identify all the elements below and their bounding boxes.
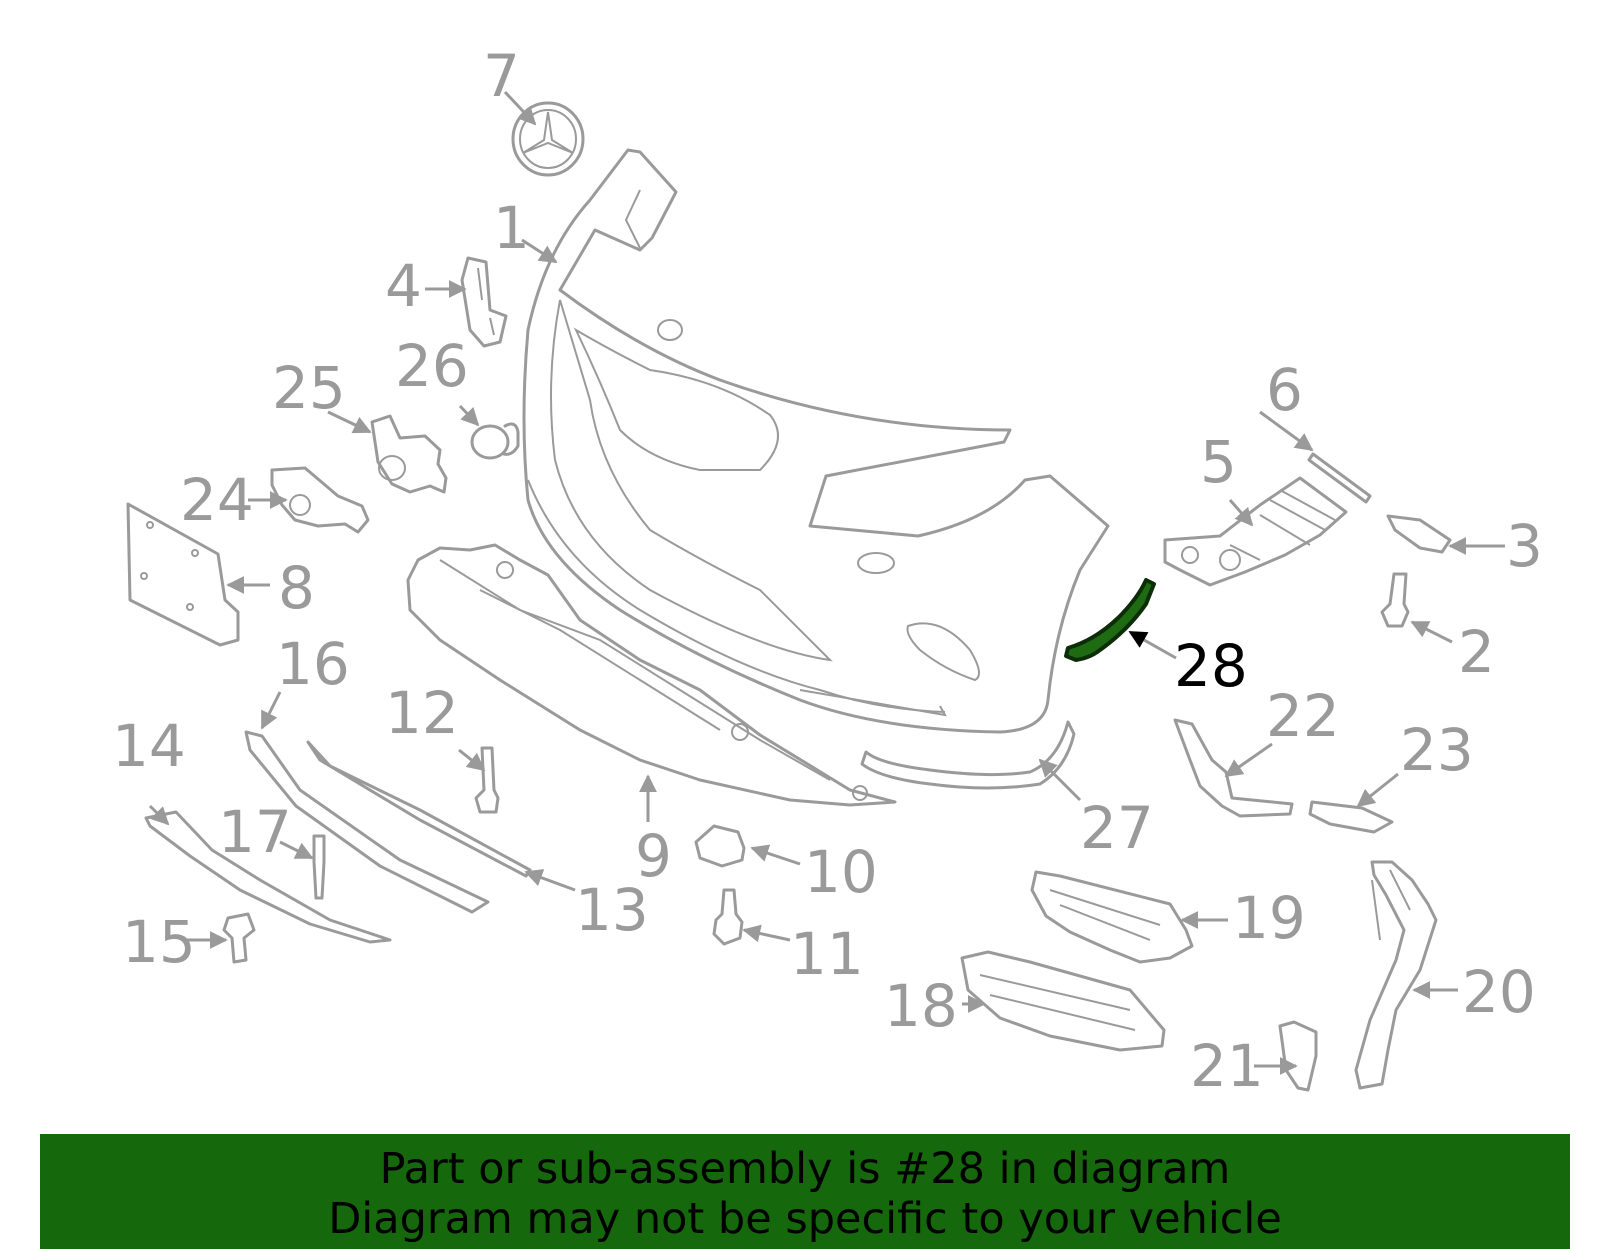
part-16-trim-strip[interactable] bbox=[244, 730, 490, 914]
callout-12: 12 bbox=[385, 679, 459, 747]
part-22-bracket[interactable] bbox=[1173, 718, 1294, 818]
callout-10: 10 bbox=[804, 838, 878, 906]
callout-6: 6 bbox=[1266, 356, 1303, 424]
callout-22: 22 bbox=[1266, 682, 1340, 750]
leader-arrows bbox=[148, 90, 1505, 1075]
part-2-screw[interactable] bbox=[1380, 572, 1410, 628]
callout-7: 7 bbox=[483, 42, 520, 110]
callout-8: 8 bbox=[278, 554, 315, 622]
part-25-sensor-bracket[interactable] bbox=[370, 414, 448, 494]
callout-9: 9 bbox=[635, 822, 672, 890]
callout-15: 15 bbox=[122, 908, 196, 976]
part-3-clip[interactable] bbox=[1386, 514, 1452, 554]
part-8-license-bracket[interactable] bbox=[126, 502, 240, 647]
callout-21: 21 bbox=[1190, 1032, 1264, 1100]
callout-14: 14 bbox=[112, 712, 186, 780]
callout-13: 13 bbox=[575, 876, 649, 944]
callout-18: 18 bbox=[884, 972, 958, 1040]
callout-25: 25 bbox=[272, 354, 346, 422]
part-6-strip[interactable] bbox=[1307, 452, 1372, 504]
part-19-grille-insert[interactable] bbox=[1030, 870, 1194, 964]
banner-line-1: Part or sub-assembly is #28 in diagram bbox=[379, 1144, 1231, 1194]
callout-17: 17 bbox=[218, 798, 292, 866]
part-28-highlighted[interactable] bbox=[1064, 578, 1156, 662]
part-7-emblem[interactable] bbox=[511, 101, 585, 177]
part-12-bolt[interactable] bbox=[474, 746, 500, 814]
callout-5: 5 bbox=[1200, 428, 1237, 496]
part-10-clip[interactable] bbox=[694, 824, 746, 868]
part-1-bumper-cover[interactable] bbox=[522, 148, 1110, 734]
part-15-clip[interactable] bbox=[222, 912, 256, 964]
banner-line-2: Diagram may not be specific to your vehi… bbox=[328, 1194, 1282, 1244]
part-9-underbody-shield[interactable] bbox=[406, 543, 897, 807]
callout-16: 16 bbox=[276, 630, 350, 698]
part-21-bracket[interactable] bbox=[1278, 1020, 1318, 1092]
callout-20: 20 bbox=[1462, 958, 1536, 1026]
part-23-clip[interactable] bbox=[1308, 800, 1394, 834]
callout-19: 19 bbox=[1232, 884, 1306, 952]
part-14-trim-strip[interactable] bbox=[144, 810, 392, 944]
callout-28: 28 bbox=[1174, 632, 1248, 700]
part-20-trim[interactable] bbox=[1354, 860, 1438, 1090]
callout-26: 26 bbox=[395, 332, 469, 400]
callout-27: 27 bbox=[1080, 794, 1154, 862]
part-24-bracket[interactable] bbox=[270, 466, 370, 534]
callout-labels: 1 2 3 4 5 6 7 8 9 10 11 12 13 14 15 16 1… bbox=[112, 42, 1543, 1100]
callout-23: 23 bbox=[1400, 716, 1474, 784]
callout-3: 3 bbox=[1506, 512, 1543, 580]
part-18-fog-grille[interactable] bbox=[960, 950, 1166, 1052]
part-17-stud[interactable] bbox=[312, 834, 326, 900]
part-26-sensor[interactable] bbox=[470, 422, 520, 460]
info-banner: Part or sub-assembly is #28 in diagram D… bbox=[40, 1134, 1570, 1249]
callout-2: 2 bbox=[1458, 618, 1495, 686]
part-11-bolt[interactable] bbox=[712, 888, 744, 946]
part-27-trim-strip[interactable] bbox=[860, 720, 1076, 790]
callout-24: 24 bbox=[180, 466, 254, 534]
callout-4: 4 bbox=[385, 252, 422, 320]
part-5-bracket[interactable] bbox=[1163, 476, 1348, 587]
callout-1: 1 bbox=[493, 194, 530, 262]
callout-11: 11 bbox=[790, 920, 864, 988]
